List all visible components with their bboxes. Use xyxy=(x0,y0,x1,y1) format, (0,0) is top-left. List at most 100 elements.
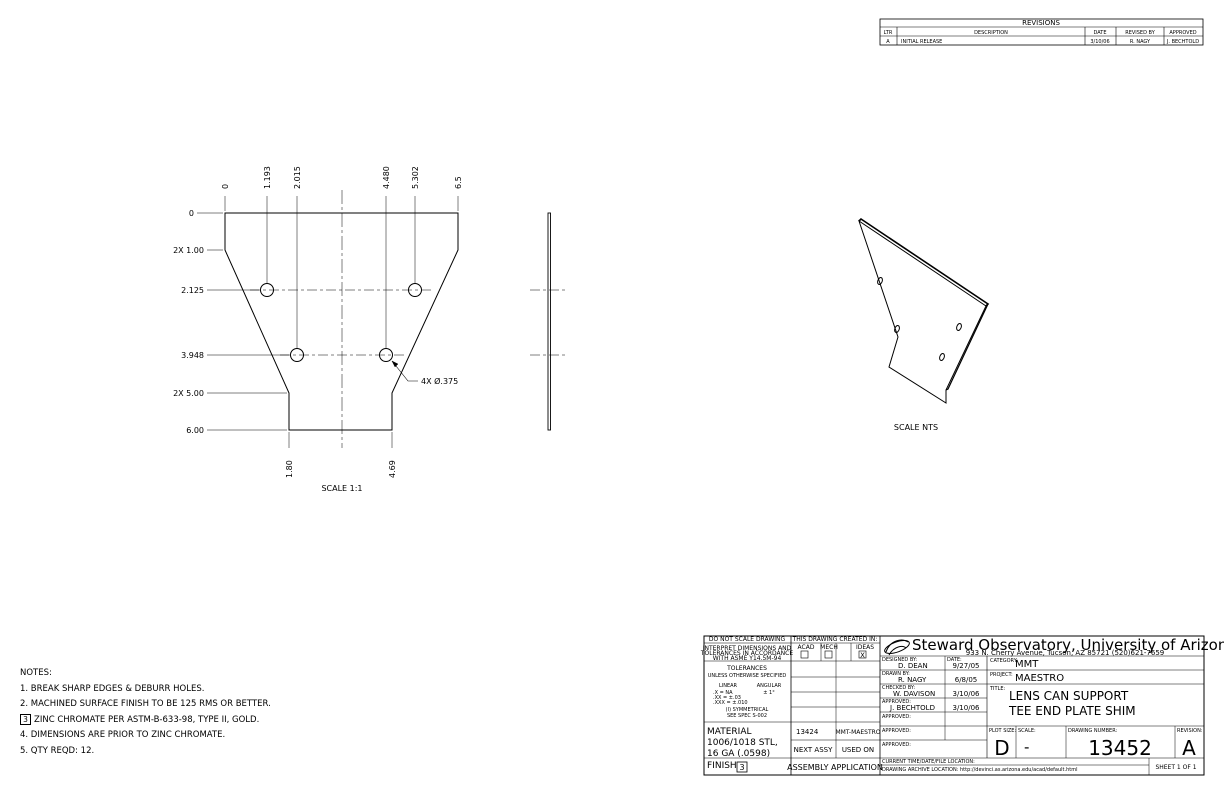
category: MMT xyxy=(1015,659,1039,670)
plot-size: D xyxy=(994,736,1009,760)
side-view xyxy=(530,212,568,431)
note-3-flag: 3 xyxy=(20,713,31,725)
rev-header-revised-by: REVISED BY xyxy=(1125,30,1155,36)
rev-header-approved: APPROVED xyxy=(1169,30,1196,36)
approved-label-4: APPROVED: xyxy=(882,742,911,748)
angular-label: ANGULAR xyxy=(757,683,782,689)
drawing-title-line-2: TEE END PLATE SHIM xyxy=(1008,704,1136,718)
isometric-view xyxy=(858,217,990,404)
observatory-logo xyxy=(884,639,910,656)
assembly-application-label: ASSEMBLY APPLICATION xyxy=(787,763,883,772)
approved-label-2: APPROVED: xyxy=(882,714,911,720)
sheet-number: SHEET 1 OF 1 xyxy=(1155,764,1196,771)
front-view-scale: SCALE 1:1 xyxy=(321,484,362,493)
note-1: 1. BREAK SHARP EDGES & DEBURR HOLES. xyxy=(20,683,205,694)
linear-label: LINEAR xyxy=(719,683,738,689)
next-assy-number: 13424 xyxy=(796,728,819,736)
hole xyxy=(379,348,393,362)
mech-label: MECH xyxy=(820,644,838,651)
symmetrical-note: (I) SYMMETRICAL xyxy=(726,707,769,713)
hole xyxy=(260,283,274,297)
rev-header-ltr: LTR xyxy=(884,30,893,36)
company-address: 933 N. Cherry Avenue, Tucson, AZ 85721 (… xyxy=(966,649,1165,657)
drawn-by-label: DRAWN BY: xyxy=(882,671,910,677)
used-on-label: USED ON xyxy=(842,746,874,754)
material-line-1: 1006/1018 STL, xyxy=(707,738,778,748)
rev-row-approved: J. BECHTOLD xyxy=(1166,39,1199,45)
rev-row-ltr: A xyxy=(886,39,890,45)
ideas-label: IDEAS xyxy=(856,644,874,651)
interpret-line-2: TOLERANCES IN ACCORDANCE xyxy=(700,650,793,657)
title-block-text: DO NOT SCALE DRAWING INTERPRET DIMENSION… xyxy=(700,636,1224,773)
approved-label-1: APPROVED: xyxy=(882,699,911,705)
checked-by-label: CHECKED BY: xyxy=(882,685,915,691)
hole-callout: 4X Ø.375 xyxy=(421,376,458,386)
dim-y-0: 0 xyxy=(189,209,194,218)
see-spec: SEE SPEC S-002 xyxy=(727,713,767,719)
dim-x-65: 6.5 xyxy=(454,176,463,189)
designed-date: 9/27/05 xyxy=(953,662,980,670)
drawing-number: 13452 xyxy=(1088,736,1152,760)
tolerance-xxx: .XXX = ±.010 xyxy=(713,700,748,706)
dim-x-2015: 2.015 xyxy=(293,166,302,189)
notes-heading: NOTES: xyxy=(20,668,52,678)
part-outline xyxy=(224,212,459,431)
designed-by: D. DEAN xyxy=(898,662,928,670)
scale-label: SCALE: xyxy=(1018,728,1036,734)
company-name: Steward Observatory, University of Arizo… xyxy=(912,636,1224,654)
date-label: DATE: xyxy=(947,657,962,663)
drawn-date: 6/8/05 xyxy=(955,676,978,684)
title-label: TITLE: xyxy=(989,686,1006,692)
hole xyxy=(290,348,304,362)
dim-x-4480: 4.480 xyxy=(382,166,391,189)
dim-x-1193: 1.193 xyxy=(263,166,272,189)
iso-view-scale: SCALE NTS xyxy=(894,423,938,432)
finish-label: FINISH xyxy=(707,761,737,771)
rev-header-description: DESCRIPTION xyxy=(974,30,1008,36)
note-2: 2. MACHINED SURFACE FINISH TO BE 125 RMS… xyxy=(20,699,271,709)
note-4: 4. DIMENSIONS ARE PRIOR TO ZINC CHROMATE… xyxy=(20,730,226,740)
dim-x-5302: 5.302 xyxy=(411,166,420,189)
tolerance-x: .X = NA xyxy=(713,690,733,696)
note-3-text: ZINC CHROMATE PER ASTM-B-633-98, TYPE II… xyxy=(34,714,260,725)
drawn-by: R. NAGY xyxy=(898,676,927,684)
dim-y-600: 6.00 xyxy=(186,426,204,435)
ideas-checkbox-mark: X xyxy=(860,652,865,660)
used-on-value: MMT-MAESTRO xyxy=(835,729,880,736)
material-line-2: 16 GA (.0598) xyxy=(707,749,770,759)
checked-date: 3/10/06 xyxy=(953,690,981,698)
rev-header-date: DATE xyxy=(1093,30,1106,36)
project-label: PROJECT: xyxy=(990,672,1013,678)
archive-location: DRAWING ARCHIVE LOCATION: http://devinci… xyxy=(882,767,1077,773)
created-in-label: THIS DRAWING CREATED IN: xyxy=(792,636,878,643)
next-assy-label: NEXT ASSY xyxy=(794,746,834,754)
front-view xyxy=(197,190,459,448)
finish-flag: 3 xyxy=(739,763,744,772)
drawing-number-label: DRAWING NUMBER: xyxy=(1068,728,1118,734)
acad-label: ACAD xyxy=(798,644,815,651)
dim-y-100: 2X 1.00 xyxy=(173,246,204,255)
tolerances-heading: TOLERANCES xyxy=(726,665,767,672)
approved-date: 3/10/06 xyxy=(953,704,981,712)
title-block xyxy=(703,635,1205,776)
plot-size-label: PLOT SIZE: xyxy=(989,728,1016,734)
rev-row-date: 3/10/06 xyxy=(1090,39,1109,45)
angular-value: ± 1° xyxy=(763,690,775,696)
current-time-label: CURRENT TIME/DATE/FILE LOCATION: xyxy=(882,759,975,765)
approved-label-3: APPROVED: xyxy=(882,728,911,734)
tolerance-xx: .XX = ±.03 xyxy=(713,695,741,701)
dim-y-3948: 3.948 xyxy=(181,351,204,360)
dim-y-2125: 2.125 xyxy=(181,286,204,295)
hole xyxy=(408,283,422,297)
rev-row-revised-by: R. NAGY xyxy=(1130,39,1151,45)
material-label: MATERIAL xyxy=(707,727,752,737)
front-view-dimensions: 0 1.193 2.015 4.480 5.302 6.5 0 2X 1.00 … xyxy=(173,166,463,493)
note-5: 5. QTY REQD: 12. xyxy=(20,745,95,756)
revisions-table: REVISIONS LTR DESCRIPTION DATE REVISED B… xyxy=(879,18,1204,46)
dim-x-0: 0 xyxy=(221,184,230,189)
dim-bottom-469: 4.69 xyxy=(388,460,397,478)
revisions-title: REVISIONS xyxy=(1022,19,1060,27)
interpret-line-3: WITH ASME Y14.5M-94 xyxy=(713,655,782,662)
